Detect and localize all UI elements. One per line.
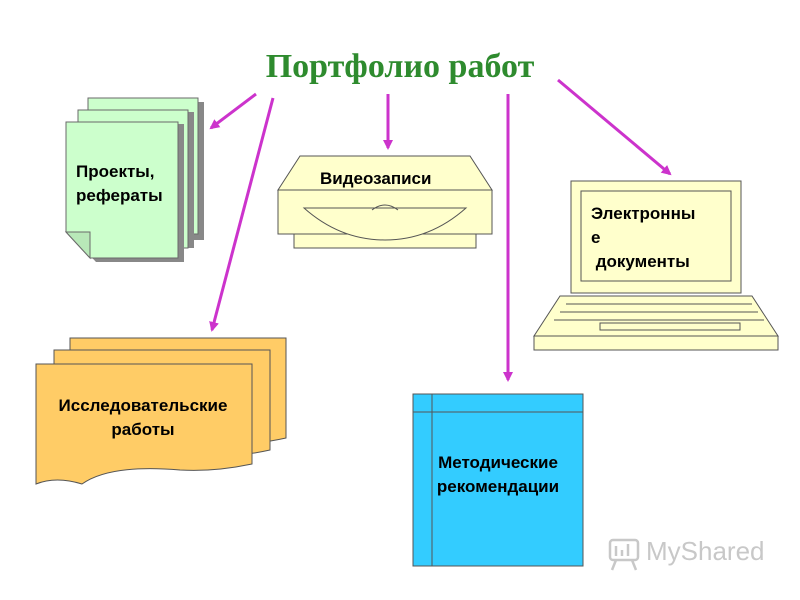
- research-label-line: работы: [111, 420, 175, 439]
- electronic-label-line: е: [591, 228, 601, 247]
- methodical-label-line: рекомендации: [436, 477, 560, 496]
- laptop-icon: [533, 180, 779, 351]
- stacked-folders-icon: [35, 337, 287, 485]
- arrow-to-electronic: [557, 78, 672, 176]
- diagram-title: Портфолио работ: [265, 48, 535, 85]
- projects-label-line: рефераты: [76, 186, 163, 205]
- video-recorder-icon: [277, 155, 493, 249]
- methodical-label-line: Методические: [438, 453, 558, 472]
- watermark-text: MyShared: [646, 536, 765, 566]
- arrow-to-research: [209, 97, 275, 332]
- video-label-line: Видеозаписи: [320, 169, 432, 188]
- video-label: Видеозаписи: [320, 167, 431, 191]
- research-label-line: Исследовательские: [58, 396, 228, 415]
- arrows: [209, 78, 672, 382]
- projects-label: Проекты, рефераты: [76, 160, 163, 208]
- electronic-label-line: документы: [591, 252, 690, 271]
- arrow-to-projects: [209, 92, 257, 130]
- research-label: Исследовательские работы: [40, 394, 246, 442]
- electronic-label: Электронны е документы: [591, 202, 695, 274]
- myshared-logo-icon: [608, 538, 640, 571]
- projects-label-line: Проекты,: [76, 162, 155, 181]
- electronic-label-line: Электронны: [591, 204, 696, 223]
- book-icon: [412, 393, 584, 567]
- stacked-pages-icon: [64, 97, 204, 262]
- methodical-label: Методические рекомендации: [420, 451, 576, 499]
